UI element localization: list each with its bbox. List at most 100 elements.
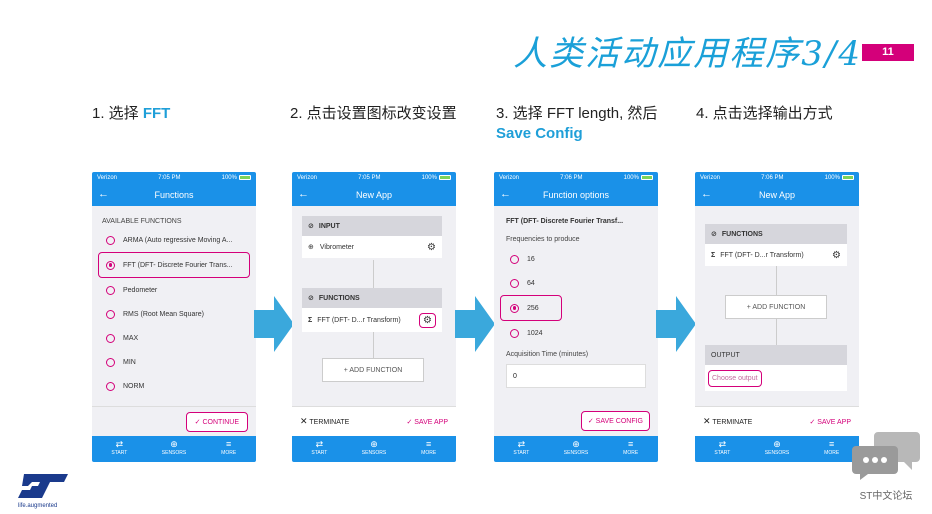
- save-config-button[interactable]: ✓ SAVE CONFIG: [580, 411, 650, 431]
- add-function-button[interactable]: + ADD FUNCTION: [322, 358, 424, 382]
- battery-icon: [438, 174, 451, 180]
- gear-icon[interactable]: ⚙: [832, 249, 841, 261]
- tab-label: MORE: [221, 450, 237, 456]
- save-app-button[interactable]: ✓ SAVE APP: [406, 418, 448, 426]
- list-title: AVAILABLE FUNCTIONS: [102, 218, 182, 225]
- screen-title: New App: [355, 190, 393, 200]
- gear-icon[interactable]: ⚙: [427, 241, 436, 253]
- carrier-label: Verizon: [499, 175, 520, 181]
- save-app-button[interactable]: ✓ SAVE APP: [809, 418, 851, 426]
- function-item-norm[interactable]: NORM: [92, 374, 256, 398]
- sigma-icon: Σ: [711, 251, 716, 259]
- tab-start[interactable]: ⇄START: [494, 436, 549, 462]
- screen-title: Function options: [542, 190, 610, 200]
- terminate-button[interactable]: ✕ TERMINATE: [703, 416, 752, 427]
- bottom-tab-bar: ⇄START ⊕SENSORS ≡MORE: [292, 436, 456, 462]
- input-card-row[interactable]: ⊕Vibrometer ⚙: [302, 236, 442, 258]
- check-icon: ✓: [194, 418, 201, 426]
- function-label: Pedometer: [123, 286, 158, 294]
- function-item-pedometer[interactable]: Pedometer: [92, 278, 256, 302]
- menu-icon: ≡: [628, 439, 634, 449]
- terminate-label: TERMINATE: [309, 419, 350, 426]
- tab-more[interactable]: ≡MORE: [804, 436, 859, 462]
- choose-output-field[interactable]: Choose output: [708, 369, 762, 387]
- radio-selected-icon: [106, 260, 115, 270]
- sigma-icon: Σ: [308, 316, 313, 324]
- radio-icon: [106, 381, 115, 391]
- tab-more[interactable]: ≡MORE: [401, 436, 456, 462]
- step-1-prefix: 1. 选择: [92, 105, 143, 122]
- battery-icon: [238, 174, 251, 180]
- continue-button[interactable]: ✓ CONTINUE: [185, 411, 248, 432]
- radio-icon: [106, 333, 115, 343]
- frequency-option-1024[interactable]: 1024: [494, 321, 658, 345]
- bottom-tab-bar: ⇄START ⊕SENSORS ≡MORE: [494, 436, 658, 462]
- tab-more[interactable]: ≡MORE: [603, 436, 658, 462]
- tab-sensors[interactable]: ⊕SENSORS: [549, 436, 604, 462]
- globe-icon: ⊕: [308, 244, 314, 251]
- function-item-fft[interactable]: FFT (DFT- Discrete Fourier Trans...: [98, 252, 250, 278]
- functions-card: ⊘FUNCTIONS Σ FFT (DFT- D...r Transform) ⚙: [302, 288, 442, 332]
- frequency-label: 1024: [527, 329, 543, 337]
- back-arrow-icon[interactable]: ←: [701, 188, 712, 200]
- function-item-arma[interactable]: ARMA (Auto regressive Moving A...: [92, 228, 256, 252]
- action-bar: ✕ TERMINATE ✓ SAVE APP: [292, 406, 456, 436]
- continue-label: CONTINUE: [202, 418, 239, 426]
- check-circle-icon: ⊘: [308, 223, 314, 230]
- function-name: FFT (DFT- Discrete Fourier Transf...: [506, 218, 624, 225]
- terminate-button[interactable]: ✕ TERMINATE: [300, 416, 349, 427]
- tab-more[interactable]: ≡MORE: [201, 436, 256, 462]
- tab-sensors[interactable]: ⊕SENSORS: [347, 436, 402, 462]
- radio-icon: [510, 254, 519, 264]
- back-arrow-icon[interactable]: ←: [98, 188, 109, 200]
- sensors-icon: ⊕: [170, 439, 178, 449]
- flow-arrow-icon: [254, 296, 294, 352]
- flow-arrow-icon: [455, 296, 495, 352]
- connector-line: [373, 332, 374, 358]
- tab-sensors[interactable]: ⊕SENSORS: [147, 436, 202, 462]
- tab-start[interactable]: ⇄START: [695, 436, 750, 462]
- gear-icon[interactable]: ⚙: [419, 312, 436, 328]
- function-item-min[interactable]: MIN: [92, 350, 256, 374]
- slide-title: 人类活动应用程序3/4: [513, 34, 862, 74]
- frequency-label: 256: [527, 304, 539, 312]
- clock: 7:05 PM: [158, 175, 181, 181]
- add-function-button[interactable]: + ADD FUNCTION: [725, 295, 827, 319]
- forum-label: ST中文论坛: [859, 491, 913, 502]
- function-value: FFT (DFT- D...r Transform): [720, 251, 804, 259]
- battery-label: 100%: [623, 175, 639, 182]
- back-arrow-icon[interactable]: ←: [500, 188, 511, 200]
- step-2-prefix: 2. 点击设置图标改变设置: [290, 105, 457, 122]
- frequency-option-64[interactable]: 64: [494, 271, 658, 295]
- function-item-rms[interactable]: RMS (Root Mean Square): [92, 302, 256, 326]
- tab-sensors[interactable]: ⊕SENSORS: [750, 436, 805, 462]
- terminate-label: TERMINATE: [712, 419, 753, 426]
- function-item-max[interactable]: MAX: [92, 326, 256, 350]
- frequency-option-256[interactable]: 256: [500, 295, 562, 321]
- tab-label: MORE: [824, 450, 840, 456]
- step-4-prefix: 4. 点击选择输出方式: [696, 105, 833, 122]
- radio-icon: [106, 309, 115, 319]
- bottom-tab-bar: ⇄START ⊕SENSORS ≡MORE: [92, 436, 256, 462]
- tab-label: SENSORS: [764, 450, 790, 456]
- function-value: FFT (DFT- D...r Transform): [317, 316, 401, 324]
- tab-label: MORE: [623, 450, 639, 456]
- check-icon: ✓: [809, 418, 816, 426]
- function-label: FFT (DFT- Discrete Fourier Trans...: [123, 261, 233, 269]
- functions-card-header: ⊘FUNCTIONS: [302, 288, 442, 308]
- battery-label: 100%: [221, 175, 237, 182]
- phone-screen-new-app: Verizon 7:05 PM 100% ← New App ⊘INPUT ⊕V…: [292, 172, 456, 462]
- radio-selected-icon: [510, 303, 519, 313]
- tab-start[interactable]: ⇄START: [92, 436, 147, 462]
- battery-icon: [640, 174, 653, 180]
- frequency-option-16[interactable]: 16: [494, 247, 658, 271]
- check-icon: ✓: [587, 418, 594, 425]
- tab-start[interactable]: ⇄START: [292, 436, 347, 462]
- page-number-badge: 11: [862, 44, 914, 61]
- function-card-row[interactable]: Σ FFT (DFT- D...r Transform) ⚙: [705, 244, 847, 266]
- back-arrow-icon[interactable]: ←: [298, 188, 309, 200]
- tagline: life.augmented: [18, 503, 58, 509]
- function-card-row[interactable]: Σ FFT (DFT- D...r Transform) ⚙: [302, 308, 442, 332]
- acquisition-time-input[interactable]: 0: [506, 364, 646, 388]
